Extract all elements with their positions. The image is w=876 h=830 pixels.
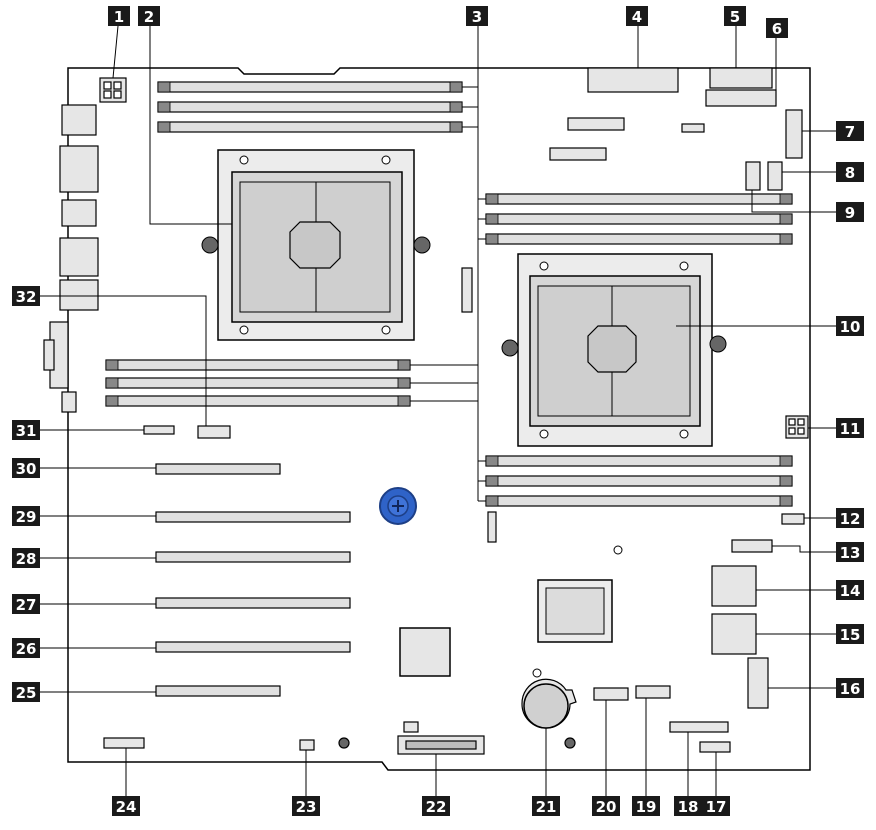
svg-text:21: 21: [536, 798, 557, 816]
callout-badge-28: 28: [12, 548, 40, 568]
dimm-slots-cpu2-top: [485, 193, 793, 245]
sata-connectors: [593, 685, 671, 701]
blue-standoff: [379, 487, 417, 525]
svg-text:24: 24: [116, 798, 137, 816]
callout-badge-1: 1: [108, 6, 130, 26]
callout-badge-16: 16: [836, 678, 864, 698]
bottom-connectors: [103, 721, 576, 755]
callout-badge-8: 8: [836, 162, 864, 182]
top-connectors: [549, 67, 803, 191]
svg-text:16: 16: [840, 680, 861, 698]
svg-text:32: 32: [16, 288, 37, 306]
svg-text:10: 10: [840, 318, 861, 336]
svg-text:3: 3: [472, 8, 482, 26]
svg-text:7: 7: [845, 123, 855, 141]
svg-text:27: 27: [16, 596, 37, 614]
vertical-header: [461, 267, 473, 313]
cpu2-power-connector: [785, 415, 809, 439]
chipset: [537, 579, 613, 643]
board-outline: [67, 67, 811, 771]
svg-text:22: 22: [426, 798, 447, 816]
mounting-hole: [613, 545, 623, 555]
svg-text:19: 19: [636, 798, 657, 816]
svg-text:28: 28: [16, 550, 37, 568]
callout-badge-2: 2: [138, 6, 160, 26]
svg-text:11: 11: [840, 420, 861, 438]
svg-text:8: 8: [845, 164, 855, 182]
callout-badge-17: 17: [702, 796, 730, 816]
svg-text:25: 25: [16, 684, 37, 702]
svg-text:23: 23: [296, 798, 317, 816]
svg-text:18: 18: [678, 798, 699, 816]
callout-badge-32: 32: [12, 286, 40, 306]
svg-text:20: 20: [596, 798, 617, 816]
callout-badge-27: 27: [12, 594, 40, 614]
callout-badge-15: 15: [836, 624, 864, 644]
dimm-slots-cpu1-bottom: [105, 359, 411, 407]
callout-badge-24: 24: [112, 796, 140, 816]
callout-badge-30: 30: [12, 458, 40, 478]
cmos-battery: [521, 678, 577, 729]
callout-badge-25: 25: [12, 682, 40, 702]
callout-badge-12: 12: [836, 508, 864, 528]
callout-badge-31: 31: [12, 420, 40, 440]
callout-badge-9: 9: [836, 202, 864, 222]
leader-lines: [40, 25, 836, 796]
svg-text:31: 31: [16, 422, 37, 440]
pcie-slots: [155, 463, 351, 697]
svg-text:9: 9: [845, 204, 855, 222]
callout-badge-7: 7: [836, 121, 864, 141]
svg-text:17: 17: [706, 798, 727, 816]
svg-text:30: 30: [16, 460, 37, 478]
svg-text:1: 1: [114, 8, 124, 26]
callout-badge-10: 10: [836, 316, 864, 336]
dimm-slots-cpu1-top: [157, 81, 463, 133]
callout-badge-14: 14: [836, 580, 864, 600]
svg-text:5: 5: [730, 8, 740, 26]
processor-socket-2: [501, 253, 727, 447]
callout-badge-22: 22: [422, 796, 450, 816]
callout-badge-6: 6: [766, 18, 788, 38]
callout-badge-13: 13: [836, 542, 864, 562]
callout-badge-4: 4: [626, 6, 648, 26]
left-headers: [143, 425, 231, 439]
svg-text:14: 14: [840, 582, 861, 600]
svg-text:26: 26: [16, 640, 37, 658]
misc-connectors-right: [487, 511, 805, 753]
callout-badge-19: 19: [632, 796, 660, 816]
callout-badge-5: 5: [724, 6, 746, 26]
svg-text:13: 13: [840, 544, 861, 562]
rear-io-ports: [43, 104, 99, 413]
mounting-hole-2: [532, 668, 542, 678]
svg-text:29: 29: [16, 508, 37, 526]
callout-badge-21: 21: [532, 796, 560, 816]
callout-badge-29: 29: [12, 506, 40, 526]
cpu-power-connector-4pin: [99, 77, 127, 103]
svg-text:15: 15: [840, 626, 861, 644]
svg-text:2: 2: [144, 8, 154, 26]
svg-text:6: 6: [772, 20, 782, 38]
bmc-chip: [399, 627, 451, 677]
dimm-slots-cpu2-bottom: [485, 455, 793, 507]
callout-badge-11: 11: [836, 418, 864, 438]
processor-socket-1: [201, 149, 431, 341]
callout-badge-20: 20: [592, 796, 620, 816]
callout-badge-3: 3: [466, 6, 488, 26]
svg-text:12: 12: [840, 510, 861, 528]
callout-badge-18: 18: [674, 796, 702, 816]
callout-badge-23: 23: [292, 796, 320, 816]
svg-text:4: 4: [632, 8, 642, 26]
callout-badge-26: 26: [12, 638, 40, 658]
